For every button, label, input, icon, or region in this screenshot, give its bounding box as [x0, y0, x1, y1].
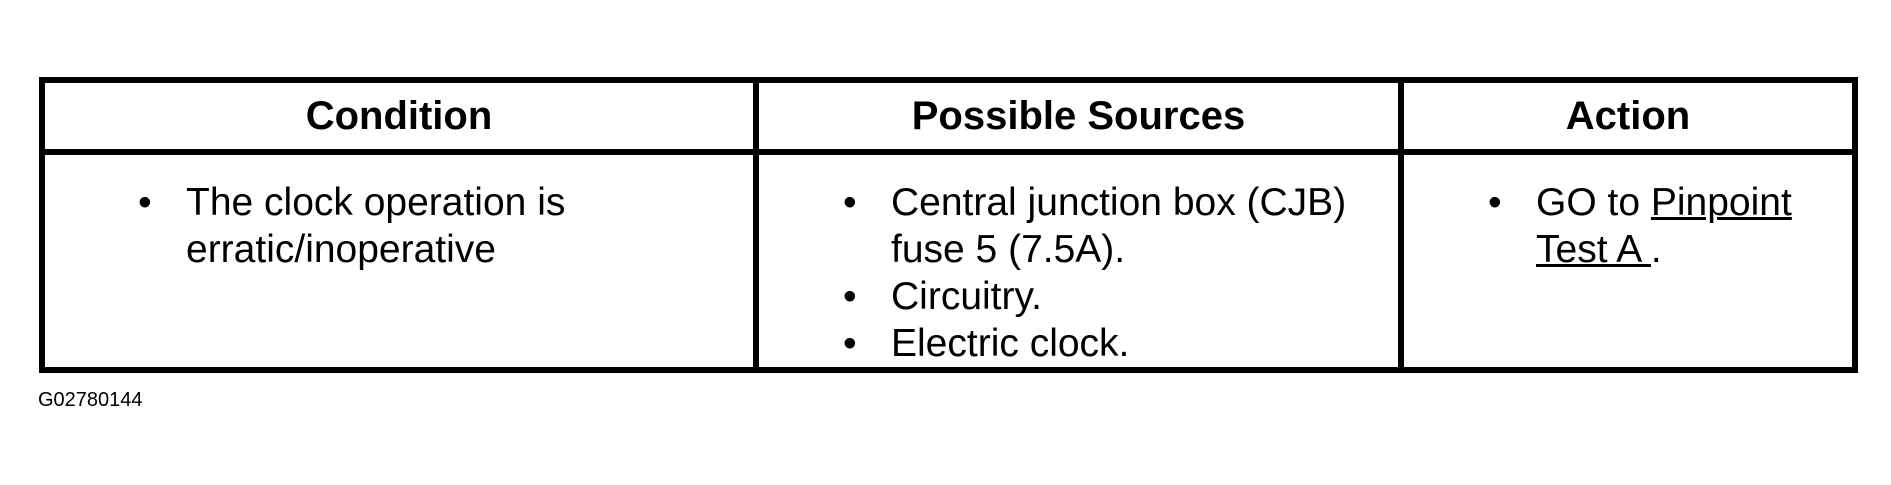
table-row: The clock operation is erratic/inoperati… — [39, 149, 1858, 373]
action-item: GO to Pinpoint Test A . — [1488, 179, 1852, 273]
sources-cell: Central junction box (CJB) fuse 5 (7.5A)… — [753, 149, 1404, 373]
condition-list: The clock operation is erratic/inoperati… — [138, 179, 753, 273]
action-prefix: GO to — [1536, 181, 1651, 224]
action-cell: GO to Pinpoint Test A . — [1398, 149, 1858, 373]
source-item-fuse: Central junction box (CJB) fuse 5 (7.5A)… — [843, 179, 1398, 273]
sources-list: Central junction box (CJB) fuse 5 (7.5A)… — [843, 179, 1398, 367]
header-possible-sources: Possible Sources — [753, 77, 1404, 155]
action-suffix: . — [1650, 228, 1662, 271]
pinpoint-test-a-link[interactable]: Pinpoint Test A — [1536, 181, 1792, 271]
condition-cell: The clock operation is erratic/inoperati… — [39, 149, 759, 373]
action-list: GO to Pinpoint Test A . — [1488, 179, 1852, 273]
figure-id: G02780144 — [38, 389, 143, 411]
source-item-circuitry: Circuitry. — [843, 273, 1398, 320]
header-condition: Condition — [39, 77, 759, 155]
header-row: Condition Possible Sources Action — [39, 77, 1858, 155]
source-item-clock: Electric clock. — [843, 320, 1398, 367]
condition-item: The clock operation is erratic/inoperati… — [138, 179, 753, 273]
header-action: Action — [1398, 77, 1858, 155]
diagnosis-table: Condition Possible Sources Action The cl… — [39, 77, 1858, 373]
